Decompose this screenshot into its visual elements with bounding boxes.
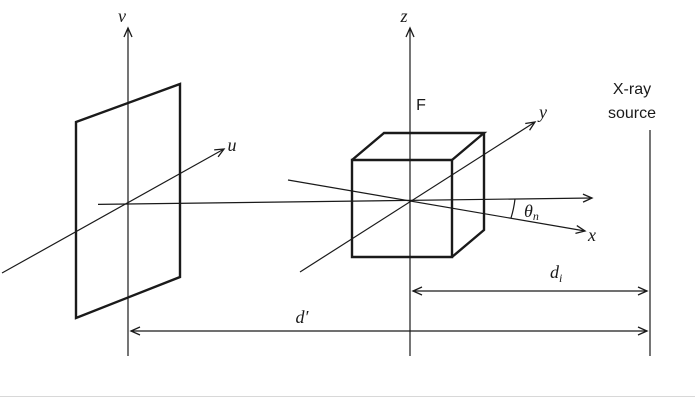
angle-symbol: θ (524, 201, 533, 221)
di-symbol: d (550, 262, 560, 282)
z-axis-label: z (399, 6, 407, 26)
y-axis-label: y (537, 102, 547, 122)
v-axis-label: v (118, 6, 126, 26)
angle-arc (510, 198, 516, 219)
u-axis-line (1, 148, 226, 274)
di-dimension-label: di (550, 262, 562, 285)
x-axis-line (287, 179, 587, 235)
u-axis-label: u (228, 135, 237, 155)
source-label-line2: source (608, 105, 656, 122)
di-subscript: i (559, 271, 562, 285)
dprime-dimension-label: d′ (296, 307, 310, 327)
focal-point-label: F (416, 97, 426, 114)
angle-subscript: n (533, 209, 539, 223)
source-label-line1: X-ray (613, 81, 651, 98)
detector-plane (74, 82, 182, 320)
cube-front-face (350, 158, 454, 259)
angle-label: θn (524, 201, 539, 223)
cube-right-face (451, 133, 486, 258)
y-axis-line (299, 121, 537, 273)
cube-top-face (351, 131, 488, 161)
central-ray-line (97, 193, 594, 205)
x-axis-label: x (587, 225, 596, 245)
